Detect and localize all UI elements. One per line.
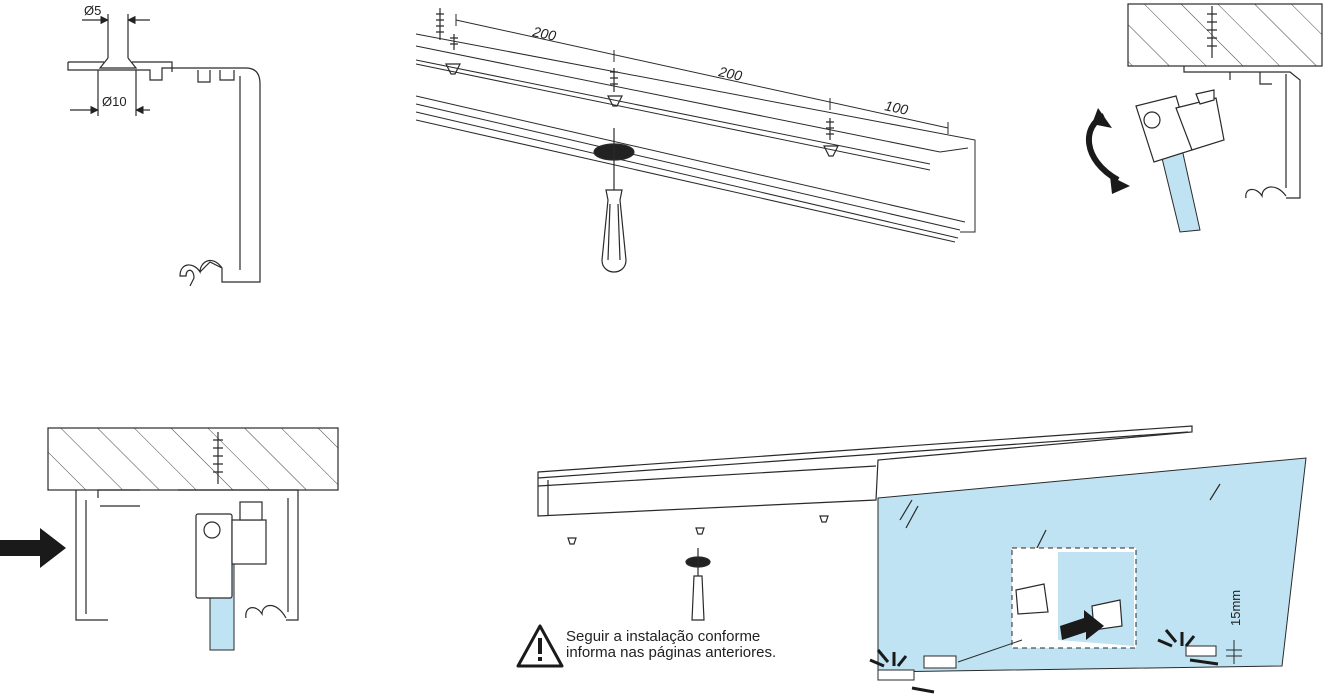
- rail-spacing-panel: [415, 8, 976, 273]
- note-line-2: informa nas páginas anteriores.: [566, 644, 777, 661]
- dim-stop-height: 15mm: [1228, 590, 1243, 626]
- hang-glass-panel: [1086, 3, 1323, 233]
- dim-diameter-10: Ø10: [102, 94, 127, 109]
- dim-diameter-5: Ø5: [84, 3, 101, 18]
- final-assembly-panel: [537, 425, 1307, 694]
- dim-spacing-3: 100: [883, 97, 909, 118]
- dim-spacing-2: 200: [716, 63, 743, 84]
- warning-icon: [516, 624, 564, 668]
- slide-in-panel: [0, 427, 339, 651]
- push-arrow-icon: [0, 528, 66, 568]
- note-line-1: Seguir a instalação conforme: [566, 628, 761, 645]
- installation-note: Seguir a instalação conforme informa nas…: [566, 629, 866, 661]
- dim-spacing-1: 200: [530, 23, 557, 44]
- profile-section-panel: [67, 14, 261, 287]
